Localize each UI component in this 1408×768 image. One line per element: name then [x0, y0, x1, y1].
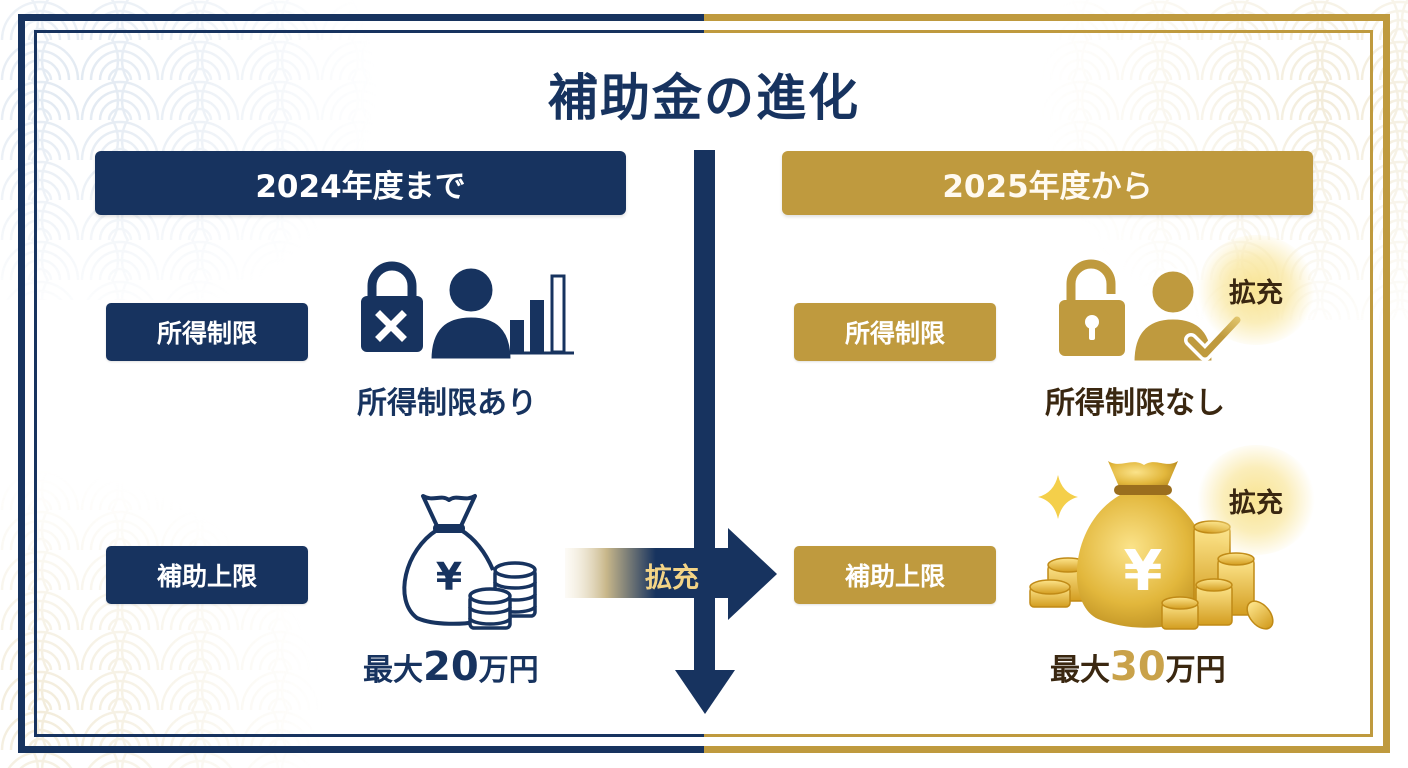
gold-money-bag-yen-coins-icon: ¥	[1029, 461, 1274, 630]
arrow-label-expansion: 拡充	[645, 563, 699, 594]
label-subsidy-cap-2025: 補助上限	[794, 546, 996, 604]
header-2024: 2024年度まで	[95, 151, 626, 215]
locked-padlock-person-bar-chart-icon	[361, 261, 574, 360]
right-arrow-icon	[565, 528, 777, 620]
header-2025: 2025年度から	[782, 151, 1313, 215]
caption-income-limit-none: 所得制限なし	[1045, 386, 1225, 421]
badge-expansion-cap: 拡充	[1196, 445, 1316, 555]
caption-unit: 万円	[478, 653, 539, 688]
caption-amount: 30	[1110, 644, 1166, 690]
down-arrow-icon	[675, 150, 735, 714]
page-title: 補助金の進化	[548, 69, 860, 127]
label-income-limit-2024: 所得制限	[106, 303, 308, 361]
caption-unit: 万円	[1165, 653, 1226, 688]
caption-amount: 20	[423, 644, 479, 690]
frame-outer-right	[704, 14, 1390, 753]
caption-max-30man-yen: 最大30万円	[1050, 644, 1226, 690]
wave-pattern-top-left	[0, 0, 380, 300]
wave-pattern-bottom-left	[0, 470, 360, 768]
caption-prefix: 最大	[1050, 653, 1110, 688]
caption-max-20man-yen: 最大20万円	[363, 644, 539, 690]
svg-text:¥: ¥	[436, 555, 462, 599]
caption-income-limit-yes: 所得制限あり	[357, 386, 537, 421]
frame-inner-left	[34, 30, 704, 737]
caption-prefix: 最大	[363, 653, 423, 688]
frame-inner-right	[704, 30, 1373, 737]
label-subsidy-cap-2024: 補助上限	[106, 546, 308, 604]
label-income-limit-2025: 所得制限	[794, 303, 996, 361]
money-bag-yen-coins-outline-icon: ¥	[402, 494, 537, 630]
svg-text:¥: ¥	[1124, 539, 1163, 604]
badge-expansion-income: 拡充	[1196, 235, 1316, 345]
frame-outer-left	[18, 14, 704, 753]
